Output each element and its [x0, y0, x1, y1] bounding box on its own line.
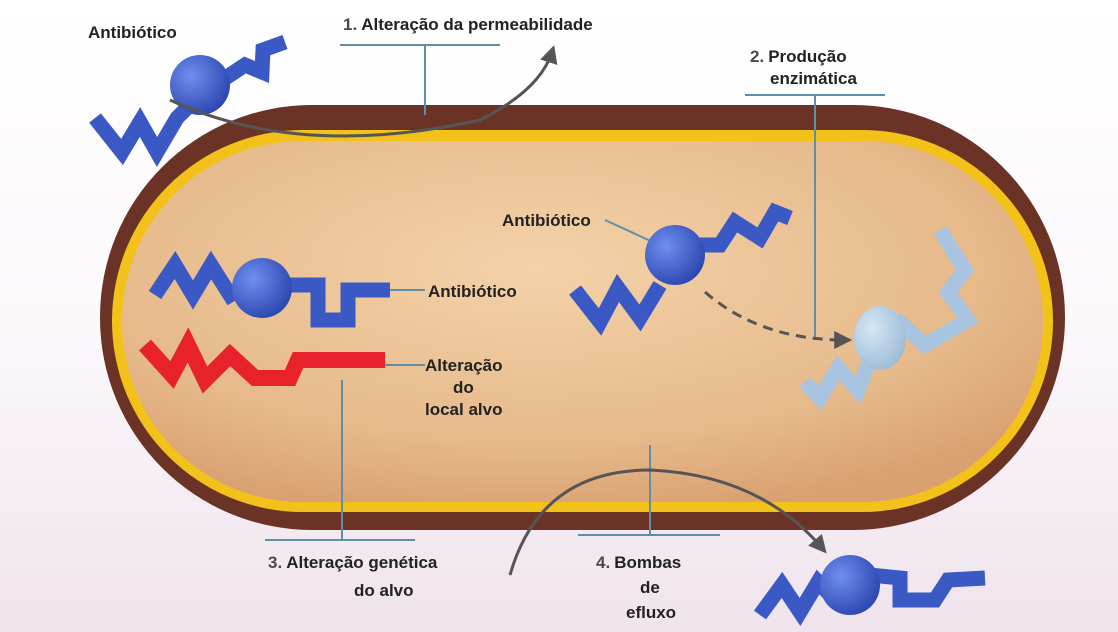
mechanism-2-line1: Produção: [768, 47, 846, 66]
mechanism-3-line1: Alteração genética: [286, 553, 437, 572]
label-mechanism-2: 2.Produção enzimática: [750, 46, 857, 90]
label-mechanism-4: 4.Bombas de efluxo: [596, 552, 681, 624]
mechanism-4-line3: efluxo: [596, 602, 681, 624]
label-mechanism-1: 1.Alteração da permeabilidade: [343, 14, 593, 36]
label-target-alteration: Alteração do local alvo: [425, 355, 502, 421]
mechanism-1-text: Alteração da permeabilidade: [361, 15, 592, 34]
target-alteration-line1: Alteração: [425, 355, 502, 377]
label-mechanism-3: 3.Alteração genética do alvo: [268, 552, 437, 602]
target-alteration-line3: local alvo: [425, 399, 502, 421]
mechanism-1-number: 1.: [343, 15, 357, 34]
mechanism-3-line2: do alvo: [268, 580, 437, 602]
label-antibiotic-outside: Antibiótico: [88, 22, 177, 44]
mechanism-2-line2: enzimática: [750, 68, 857, 90]
mechanism-3-number: 3.: [268, 553, 282, 572]
mechanism-4-line2: de: [596, 577, 681, 599]
bacterial-cell: [100, 105, 1065, 530]
mechanism-2-number: 2.: [750, 47, 764, 66]
label-antibiotic-bound: Antibiótico: [428, 281, 517, 303]
mechanism-4-line1: Bombas: [614, 553, 681, 572]
mechanism-4-number: 4.: [596, 553, 610, 572]
label-antibiotic-center: Antibiótico: [502, 210, 591, 232]
target-alteration-line2: do: [425, 377, 502, 399]
